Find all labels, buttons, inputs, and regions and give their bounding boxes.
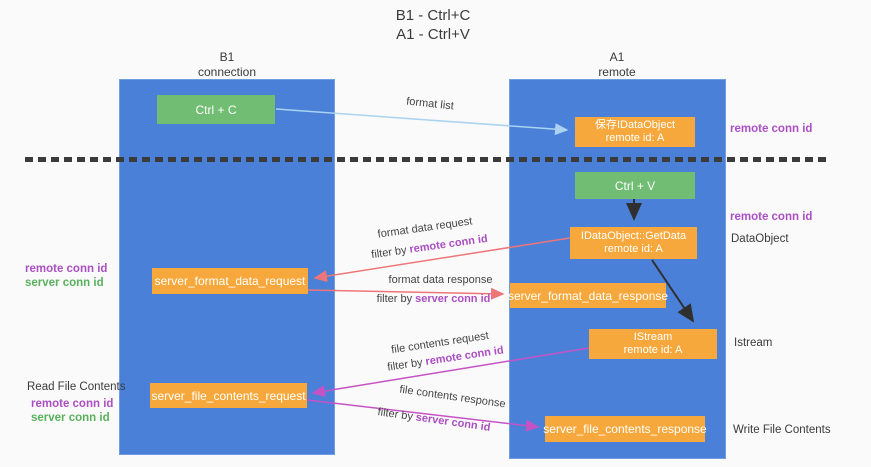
file-contents-response-label: file contents response bbox=[398, 383, 507, 411]
conn-id-stack-format: remote conn id server conn id bbox=[25, 262, 107, 290]
server-format-data-request-label: server_format_data_request bbox=[154, 274, 306, 288]
ctrl-c-box: Ctrl + C bbox=[157, 95, 275, 124]
title-line-2: A1 - Ctrl+V bbox=[396, 26, 470, 43]
lane-header-b1: B1 connection bbox=[157, 50, 297, 80]
save-idataobject-line1: 保存IDataObject bbox=[594, 119, 676, 131]
format-list-label: format list bbox=[405, 95, 455, 113]
server-file-contents-response-box: server_file_contents_response bbox=[543, 416, 707, 442]
server-format-data-response-label: server_format_data_response bbox=[507, 288, 669, 303]
format-data-response-label: format data response bbox=[388, 274, 493, 286]
lane-header-a1: A1 remote bbox=[547, 50, 687, 80]
ctrl-v-label: Ctrl + V bbox=[614, 178, 656, 193]
save-idataobject-line2: remote id: A bbox=[605, 132, 665, 144]
server-format-data-request-box: server_format_data_request bbox=[152, 268, 308, 294]
ctrl-c-label: Ctrl + C bbox=[195, 102, 237, 117]
remote-conn-id-filter-1: remote conn id bbox=[408, 232, 489, 256]
remote-conn-id-left-1: remote conn id bbox=[25, 263, 108, 275]
dataobject-label: DataObject bbox=[731, 233, 789, 245]
diagram-title: B1 - Ctrl+C A1 - Ctrl+V bbox=[333, 6, 533, 44]
server-file-contents-request-label: server_file_contents_request bbox=[151, 388, 306, 403]
server-file-contents-request-box: server_file_contents_request bbox=[150, 383, 307, 408]
server-format-data-response-box: server_format_data_response bbox=[507, 283, 669, 308]
remote-conn-id-label-top: remote conn id bbox=[730, 123, 813, 135]
remote-conn-id-left-2: remote conn id bbox=[31, 398, 114, 410]
lane-b1-role: connection bbox=[197, 65, 257, 79]
server-conn-id-left-2: server conn id bbox=[31, 412, 110, 424]
istream-box: IStream remote id: A bbox=[589, 329, 717, 359]
read-file-contents-label: Read File Contents bbox=[27, 381, 126, 393]
title-line-1: B1 - Ctrl+C bbox=[395, 7, 471, 24]
conn-id-stack-file: remote conn id server conn id bbox=[31, 397, 113, 425]
filter-by-server-conn-id-label-2: filter by server conn id bbox=[374, 406, 495, 435]
filter-by-text: filter by bbox=[370, 243, 411, 262]
server-conn-id-filter-2: server conn id bbox=[414, 411, 492, 434]
filter-by-text: filter by bbox=[376, 406, 417, 424]
lane-a1-name: A1 bbox=[609, 50, 625, 64]
filter-by-server-conn-id-label-1: filter by server conn id bbox=[376, 293, 491, 305]
getdata-line1: IDataObject::GetData bbox=[580, 230, 687, 242]
write-file-contents-label: Write File Contents bbox=[733, 424, 831, 436]
server-file-contents-response-label: server_file_contents_response bbox=[543, 422, 707, 436]
save-idataobject-box: 保存IDataObject remote id: A bbox=[575, 117, 695, 147]
ctrl-v-box: Ctrl + V bbox=[575, 172, 695, 199]
filter-by-text: filter by bbox=[386, 356, 427, 374]
remote-conn-id-label-mid: remote conn id bbox=[730, 211, 813, 223]
server-conn-id-left-1: server conn id bbox=[25, 277, 104, 289]
lane-b1-name: B1 bbox=[219, 50, 235, 64]
istream-line2: remote id: A bbox=[623, 344, 683, 356]
idataobject-getdata-box: IDataObject::GetData remote id: A bbox=[570, 227, 697, 259]
istream-line1: IStream bbox=[633, 331, 673, 343]
server-conn-id-filter-1: server conn id bbox=[415, 293, 491, 305]
istream-side-label: Istream bbox=[734, 337, 773, 349]
getdata-line2: remote id: A bbox=[604, 243, 663, 255]
dashed-separator bbox=[25, 157, 831, 162]
lane-a1-role: remote bbox=[598, 65, 636, 79]
filter-by-text: filter by bbox=[376, 293, 416, 305]
